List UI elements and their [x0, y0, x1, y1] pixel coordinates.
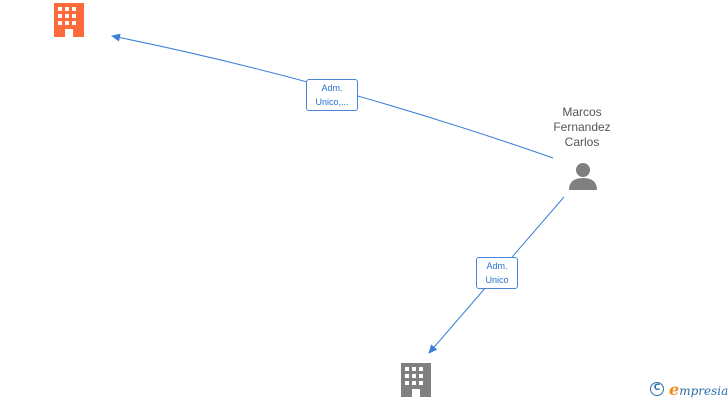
person-name-line-2: Fernandez — [553, 120, 611, 134]
building-icon[interactable] — [54, 3, 84, 37]
brand-logo: empresia — [669, 380, 728, 399]
person-name-line-3: Carlos — [564, 135, 600, 149]
person-name[interactable]: Marcos Fernandez Carlos — [522, 105, 642, 150]
building-icon[interactable] — [401, 363, 431, 397]
edge-label-line-2: Unico,... — [315, 97, 349, 107]
edge-label-company-top[interactable]: Adm. Unico,... — [306, 79, 358, 111]
edge-label-line-2: Unico — [485, 275, 509, 285]
edge-label-line-1: Adm. — [486, 261, 508, 271]
edge-label-line-1: Adm. — [321, 83, 343, 93]
person-name-line-1: Marcos — [562, 105, 602, 119]
copyright-icon: C — [650, 382, 664, 396]
watermark: C empresia — [650, 379, 728, 399]
brand-initial: e — [669, 379, 680, 399]
person-icon[interactable] — [569, 163, 597, 190]
brand-rest: mpresia — [679, 383, 728, 398]
edge-label-company-bottom[interactable]: Adm. Unico — [476, 257, 518, 289]
